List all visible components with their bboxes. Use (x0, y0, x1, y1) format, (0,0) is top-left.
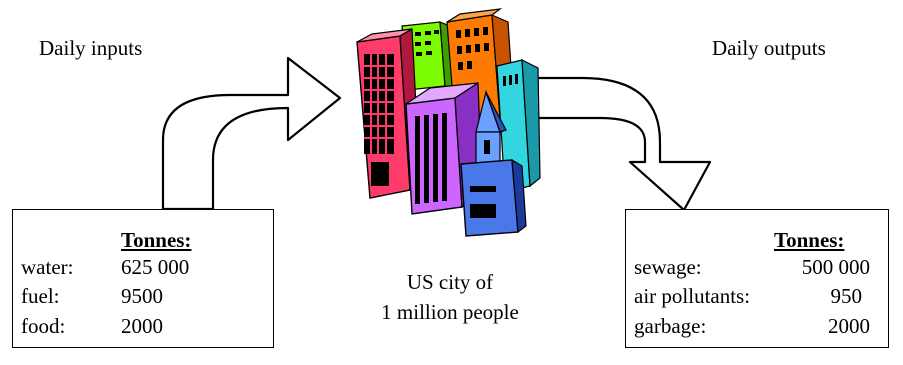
city-caption-line2: 1 million people (381, 300, 519, 324)
output-value: 2000 (828, 314, 870, 338)
input-label: food: (21, 314, 66, 338)
output-label: air pollutants: (634, 284, 751, 308)
inputs-header: Tonnes: (121, 228, 192, 252)
input-value: 625 000 (121, 255, 190, 279)
outputs-header: Tonnes: (774, 228, 845, 252)
city-buildings-icon (356, 8, 541, 237)
output-arrow (521, 76, 712, 212)
input-value: 9500 (121, 284, 163, 308)
output-value: 500 000 (801, 255, 870, 279)
inputs-box: Tonnes: water: 625 000 fuel: 9500 food: … (12, 209, 274, 348)
output-label: sewage: (634, 255, 702, 279)
inputs-title: Daily inputs (39, 36, 143, 60)
input-value: 2000 (121, 314, 163, 338)
input-label: water: (21, 255, 74, 279)
output-value: 950 (830, 284, 863, 308)
input-arrow (161, 56, 342, 211)
outputs-box: Tonnes: sewage: 500 000 air pollutants: … (625, 209, 889, 348)
input-label: fuel: (21, 284, 60, 308)
outputs-title: Daily outputs (712, 36, 826, 60)
output-label: garbage: (634, 314, 707, 338)
city-caption-line1: US city of (406, 270, 494, 294)
